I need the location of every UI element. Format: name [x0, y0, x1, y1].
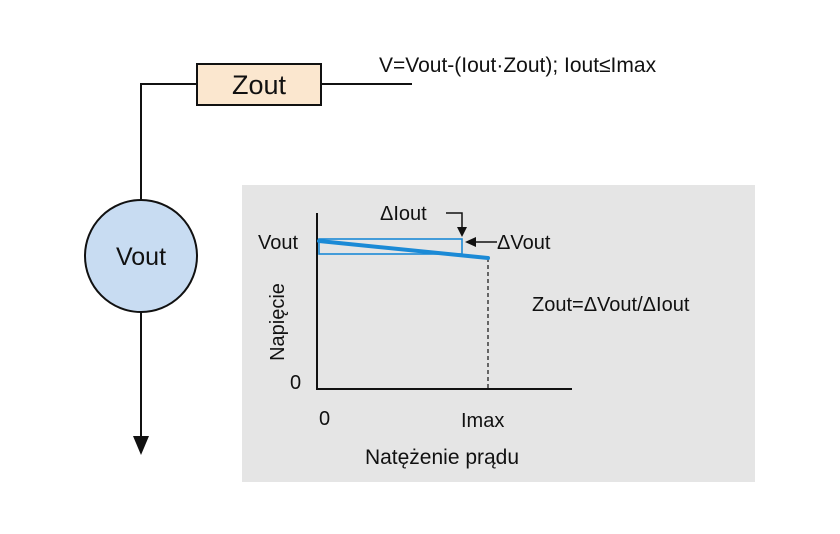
equation-suffix: ≤Imax — [599, 54, 657, 77]
equation-text: V=Vout-(Iout·Zout); Iout≤Imax — [379, 54, 657, 77]
circuit-wires — [140, 83, 412, 438]
graph-panel — [242, 185, 755, 482]
x-axis-label: Natężenie prądu — [365, 446, 519, 469]
x-tick-zero: 0 — [319, 408, 330, 430]
delta-iout-label: ΔIout — [380, 203, 427, 225]
equation-main: V=Vout-(Iout·Zout); Iout — [379, 54, 599, 77]
zout-formula: Zout=ΔVout/ΔIout — [532, 294, 690, 316]
resistor-label: Zout — [232, 70, 287, 100]
output-arrow-icon — [133, 436, 149, 455]
voltage-source-circle — [84, 199, 198, 313]
x-tick-imax: Imax — [461, 410, 504, 432]
y-tick-zero: 0 — [290, 372, 301, 394]
delta-iout-pointer — [446, 212, 463, 228]
delta-iout-arrow-icon — [457, 227, 467, 237]
y-axis-label: Napięcie — [267, 283, 289, 361]
delta-vout-label: ΔVout — [497, 232, 551, 254]
delta-box — [318, 238, 463, 255]
wire-top-left — [140, 83, 197, 200]
y-tick-vout: Vout — [258, 232, 298, 254]
source-label: Vout — [116, 243, 166, 271]
resistor-zout-box — [196, 63, 322, 106]
graph-axes — [316, 213, 572, 390]
characteristic-line — [317, 239, 490, 260]
delta-vout-arrow-icon — [465, 237, 476, 247]
